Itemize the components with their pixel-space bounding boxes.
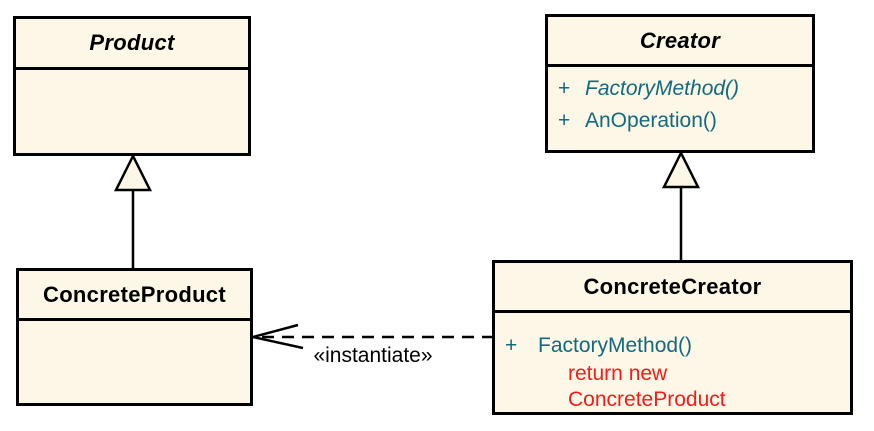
generalization-triangle-icon-product <box>113 153 153 192</box>
class-title-concrete-product: ConcreteProduct <box>19 271 250 321</box>
class-title-concrete-creator: ConcreteCreator <box>495 263 850 313</box>
class-title-product: Product <box>16 19 248 70</box>
class-box-concrete-creator: ConcreteCreator + FactoryMethod() return… <box>492 260 853 415</box>
method-name: FactoryMethod() <box>585 77 740 100</box>
class-body-concrete-creator: + FactoryMethod() return new ConcretePro… <box>495 313 850 413</box>
generalization-triangle-icon-creator <box>661 150 701 189</box>
note-concrete-product: ConcreteProduct <box>568 388 726 411</box>
method-factorymethod: + FactoryMethod() <box>495 331 850 361</box>
class-box-creator: Creator + FactoryMethod() + AnOperation(… <box>545 14 815 153</box>
visibility-marker: + <box>558 77 571 100</box>
instantiate-label: «instantiate» <box>313 344 433 367</box>
class-body-creator: + FactoryMethod() + AnOperation() <box>548 67 812 137</box>
class-body-concrete-product <box>19 321 250 400</box>
class-box-concrete-product: ConcreteProduct <box>16 268 253 406</box>
instantiate-arrowhead-icon <box>252 323 304 350</box>
method-anoperation: + AnOperation() <box>548 105 812 137</box>
class-body-product <box>16 70 248 150</box>
note-return-new: return new <box>568 362 668 385</box>
method-name: FactoryMethod() <box>538 334 693 357</box>
method-factorymethod: + FactoryMethod() <box>548 73 812 105</box>
method-name: AnOperation() <box>585 109 717 132</box>
visibility-marker: + <box>558 109 571 132</box>
class-box-product: Product <box>13 16 251 156</box>
visibility-marker: + <box>505 334 518 357</box>
class-title-creator: Creator <box>548 17 812 67</box>
